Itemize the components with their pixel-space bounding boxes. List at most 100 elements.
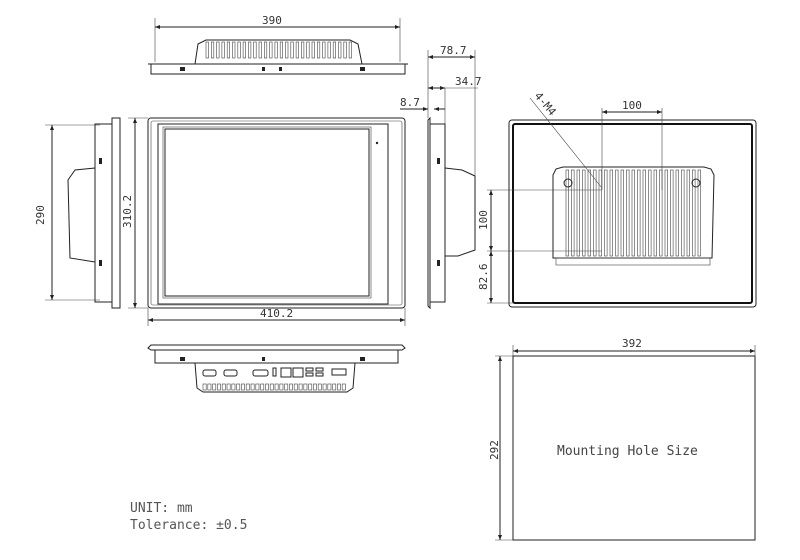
dimension-side-height: 290 [34,205,47,225]
heatsink-fin [226,383,231,391]
heatsink-fin [298,383,303,391]
heatsink-fin [241,383,245,391]
heatsink-fin [697,169,701,257]
dimension-front-height: 310.2 [121,195,134,228]
heatsink-fin [681,169,685,257]
heatsink-fin [348,41,352,59]
heatsink-fin [316,41,321,59]
heatsink-fin [587,169,591,257]
heatsink-fin [620,169,624,257]
heatsink-fin [212,383,217,391]
heatsink-fin [637,169,641,257]
heatsink-fin [205,41,209,59]
heatsink-fin [311,41,315,59]
heatsink-fin [337,383,341,391]
heatsink-fin [659,169,663,257]
heatsink-fin [322,383,327,391]
heatsink-fin [332,383,337,391]
heatsink-fin [226,41,230,59]
heatsink-fin [301,41,305,59]
right-side-view [400,50,478,310]
heatsink-fin [274,383,279,391]
heatsink-fin [269,41,273,59]
heatsink-fin [217,383,221,391]
dimension-cutout-height: 292 [488,440,501,460]
heatsink-fin [279,41,284,59]
heatsink-fin [293,383,298,391]
left-side-view [45,117,121,309]
heatsink-fin [255,383,260,391]
heatsink-fin [232,41,236,59]
heatsink-fin [317,383,322,391]
heatsink-fin [306,41,310,59]
mounting-hole-outline [495,345,756,541]
dimension-vesa-horizontal: 100 [622,99,642,112]
heatsink-fin [664,169,668,257]
heatsink-fin [593,169,597,257]
heatsink-fin [221,41,225,59]
unit-note: UNIT: mm [130,501,193,516]
heatsink-fin [260,383,265,391]
heatsink-fin [231,383,236,391]
heatsink-fin [265,383,269,391]
heatsink-fin [237,41,241,59]
heatsink-fin [692,169,696,257]
heatsink-fin [295,41,299,59]
heatsink-fin [279,383,284,391]
heatsink-fin [615,169,619,257]
cutout-label: Mounting Hole Size [557,444,698,459]
heatsink-fin [604,169,608,257]
heatsink-fin [327,383,332,391]
dimension-cutout-width: 392 [622,337,642,350]
heatsink-fin [313,383,317,391]
heatsink-fin [341,383,346,391]
heatsink-fin [202,383,207,391]
heatsink-fin [609,169,613,257]
heatsink-fin [565,169,569,257]
heatsink-fin [253,41,257,59]
screw-spec-label: 4-M4 [532,90,559,119]
heatsink-fin [686,169,690,257]
heatsink-fin [285,41,289,59]
heatsink-fin [245,383,250,391]
dimension-top-width: 390 [262,14,282,27]
heatsink-fin [221,383,226,391]
heatsink-fin [284,383,289,391]
heatsink-fin [308,383,313,391]
dimension-vesa-offset: 82.6 [477,264,490,291]
heatsink-fin [576,169,580,257]
heatsink-fin [250,383,255,391]
heatsink-fin [626,169,630,257]
heatsink-fin [642,169,646,257]
dimension-depth-bezel: 8.7 [400,96,420,109]
heatsink-fin [571,169,575,257]
back-view [487,97,757,308]
io-ports [202,367,347,378]
heatsink-fin [675,169,679,257]
heatsink-fin [236,383,241,391]
heatsink-fin [242,41,246,59]
heatsink-fin [269,383,274,391]
heatsink-fin [343,41,347,59]
heatsink-fin [327,41,331,59]
heatsink-fin [338,41,342,59]
heatsink-fin [274,41,278,59]
heatsink-fin [216,41,220,59]
heatsink-fin [332,41,337,59]
bottom-view [147,344,406,393]
tolerance-note: Tolerance: ±0.5 [130,518,247,533]
heatsink-fin [322,41,326,59]
heatsink-fin [303,383,308,391]
heatsink-fin [582,169,586,257]
heatsink-fin [290,41,294,59]
front-view [128,117,406,326]
heatsink-fin [263,41,268,59]
heatsink-fin [648,169,652,257]
heatsink-fin [631,169,635,257]
heatsink-fin [653,169,657,257]
heatsink-fin [670,169,674,257]
heatsink-fin [289,383,293,391]
dimension-depth-total: 78.7 [440,44,467,57]
